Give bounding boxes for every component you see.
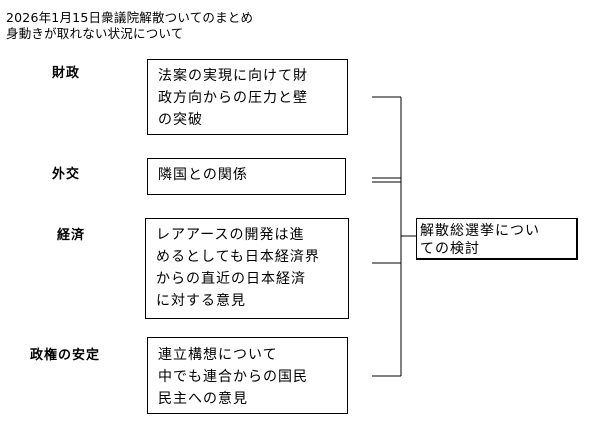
factor-box-diplomacy-line: 隣国との関係 <box>158 167 248 183</box>
factor-box-stability: 連立構想について 中でも連合からの国民 民主への意見 <box>147 337 348 414</box>
factor-box-stability-line: 中でも連合からの国民 <box>158 369 308 385</box>
factor-box-economy-line: めるとしても日本経済界 <box>156 249 320 265</box>
factor-box-economy-line: からの直近の日本経済 <box>156 271 306 287</box>
factor-label-economy: 経済 <box>57 228 86 243</box>
diagram-subtitle: 身動きが取れない状況について <box>6 26 184 41</box>
factor-box-stability-line: 連立構想について <box>158 347 278 363</box>
result-box-line: ての検討 <box>420 241 480 257</box>
factor-box-finance-line: 法案の実現に向けて財 <box>158 68 308 84</box>
factor-box-economy-line: に対する意見 <box>156 293 246 309</box>
factor-box-finance-line: の突破 <box>158 112 203 128</box>
factor-label-finance: 財政 <box>52 66 81 81</box>
factor-box-finance: 法案の実現に向けて財 政方向からの圧力と壁 の突破 <box>147 59 348 135</box>
factor-box-diplomacy: 隣国との関係 <box>147 158 346 195</box>
factor-box-stability-line: 民主への意見 <box>158 391 248 407</box>
factor-label-diplomacy: 外交 <box>52 167 81 182</box>
result-box-line: 解散総選挙につい <box>420 223 540 239</box>
factor-box-economy: レアアースの開発は進 めるとしても日本経済界 からの直近の日本経済 に対する意見 <box>145 218 349 319</box>
factor-box-economy-line: レアアースの開発は進 <box>156 227 305 243</box>
diagram-title: 2026年1月15日衆議院解散ついてのまとめ <box>6 10 254 25</box>
factor-box-finance-line: 政方向からの圧力と壁 <box>158 90 308 106</box>
result-box: 解散総選挙につい ての検討 <box>416 218 578 260</box>
factor-label-stability: 政権の安定 <box>30 348 101 363</box>
